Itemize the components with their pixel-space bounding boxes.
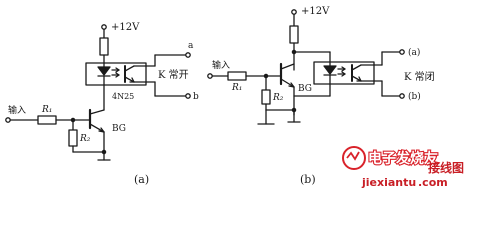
input-label-b: 输入 — [212, 59, 230, 71]
terminal-a — [185, 52, 191, 58]
light-arrows-icon — [111, 67, 120, 78]
resistor-r1-label-b: R₁ — [231, 83, 242, 93]
caption-a: (a) — [134, 173, 149, 186]
watermark-site-suffix: .com — [418, 176, 448, 189]
load-resistor-a — [99, 37, 109, 56]
resistor-r2-b — [261, 89, 271, 105]
transistor-label-b: BG — [298, 84, 312, 94]
supply-label-b: +12V — [301, 6, 330, 17]
circuit-diagrams: +12V 输入 R₁ R₂ BG 4N25 a b K 常开 (a) +12V … — [5, 6, 464, 189]
resistor-r2-a — [68, 129, 78, 147]
phototransistor-icon — [124, 65, 147, 83]
transistor-label-a: BG — [112, 124, 126, 134]
watermark-site: jiexiantu — [361, 176, 416, 189]
terminal-b-label: b — [193, 92, 199, 102]
terminal-a-label: a — [188, 41, 194, 51]
led-icon — [293, 51, 337, 97]
terminal-b-label: (b) — [408, 91, 421, 102]
resistor-r2-label-a: R₂ — [79, 134, 91, 144]
supply-label-a: +12V — [111, 22, 140, 33]
terminal-a — [399, 49, 405, 55]
diagram-b — [207, 9, 405, 125]
diagram-a — [5, 24, 191, 161]
contact-label-a: K 常开 — [158, 68, 189, 81]
terminal-a-label: (a) — [408, 47, 420, 58]
terminal-b — [185, 93, 191, 99]
resistor-r2-label-b: R₂ — [272, 93, 284, 103]
watermark-site-cn: 接线图 — [428, 160, 464, 175]
transistor-icon — [279, 62, 295, 116]
caption-b: (b) — [300, 173, 316, 186]
input-label-a: 输入 — [8, 104, 26, 116]
resistor-r1-a — [37, 115, 57, 125]
contact-label-b: K 常闭 — [404, 70, 435, 83]
led-icon — [97, 62, 111, 86]
light-arrows-icon — [337, 66, 346, 77]
terminal-b — [399, 93, 405, 99]
optocoupler-part-label: 4N25 — [112, 92, 134, 101]
watermark: 电子发烧友 jiexiantu .com 接线图 — [342, 146, 464, 189]
watermark-logo-icon — [342, 146, 366, 170]
load-resistor-b — [289, 25, 299, 44]
phototransistor-icon — [351, 64, 375, 82]
transistor-icon — [88, 108, 105, 161]
watermark-brand: 电子发烧友 — [368, 150, 438, 167]
resistor-r1-label-a: R₁ — [41, 105, 52, 115]
resistor-r1-b — [227, 71, 247, 81]
